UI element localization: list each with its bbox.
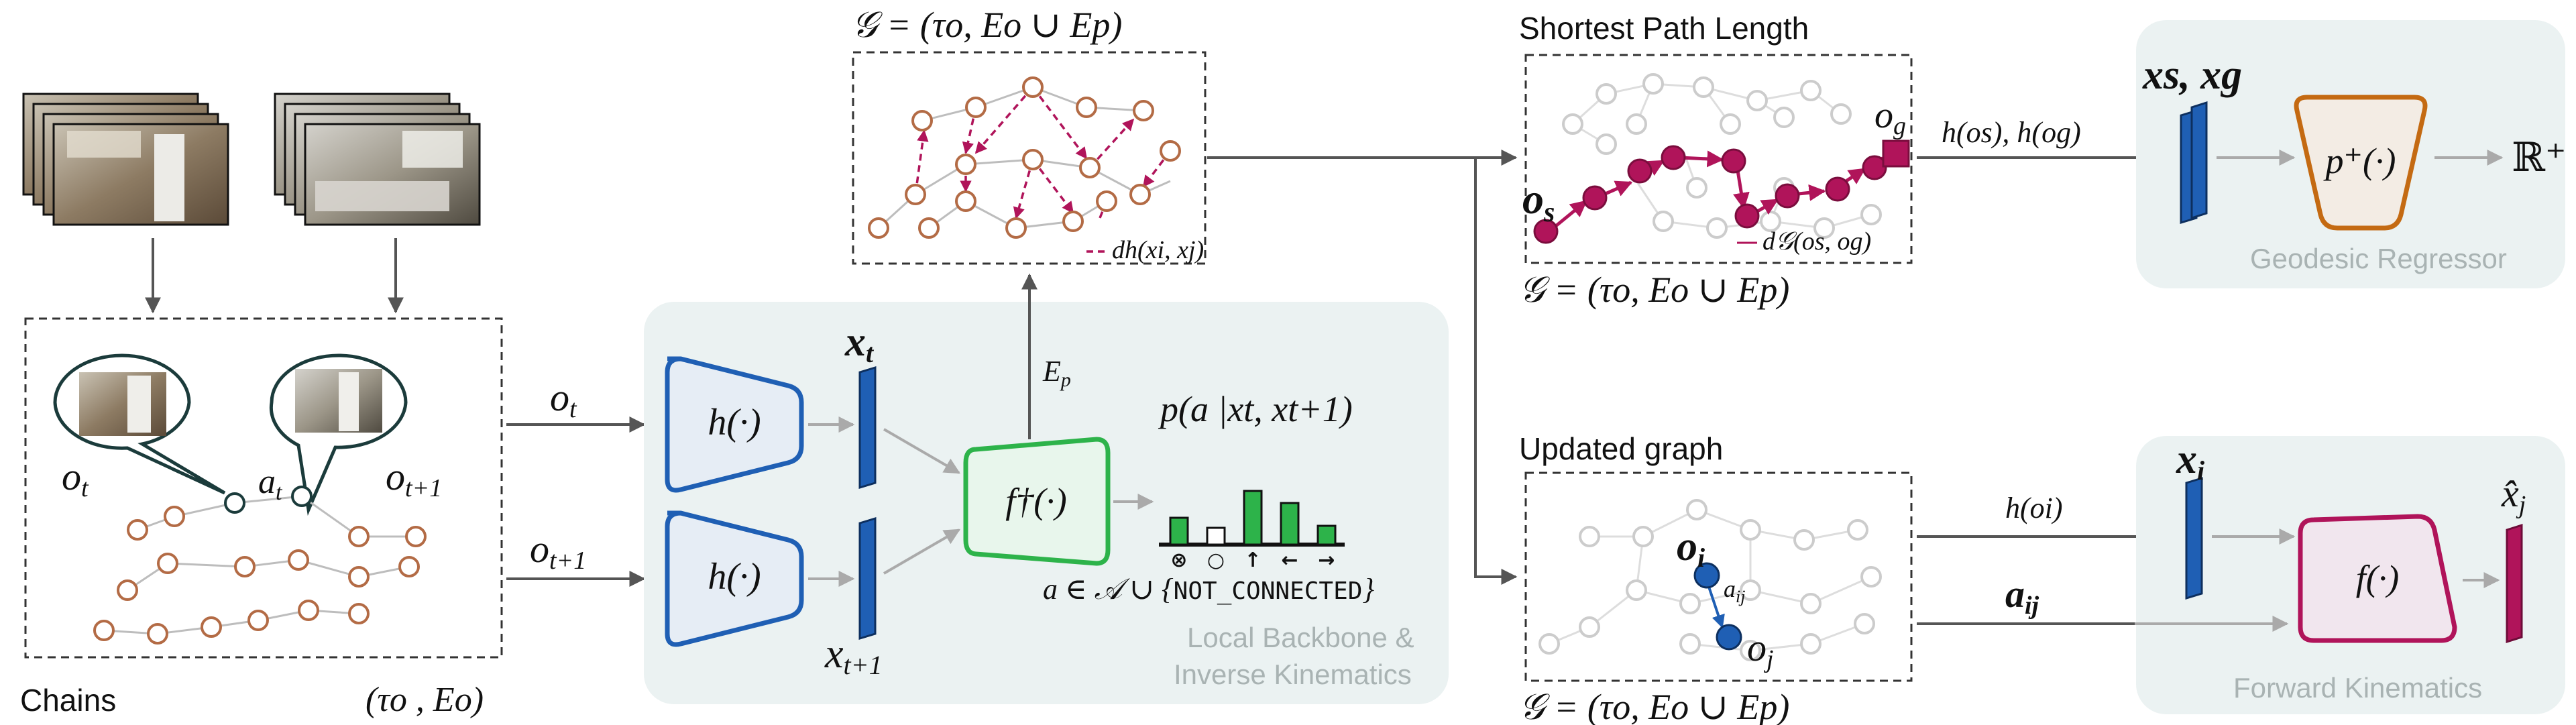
frame-stack-left bbox=[22, 93, 229, 226]
backbone-caption-1: Local Backbone & bbox=[1187, 622, 1414, 653]
xt-label: xt bbox=[844, 319, 875, 368]
regressor-panel: xs, xg p⁺(·) ℝ⁺ Geodesic Regressor bbox=[2136, 20, 2567, 288]
forward-module-label: f(·) bbox=[2356, 558, 2399, 598]
encoder-bottom-label: h(·) bbox=[708, 556, 761, 598]
chains-title: Chains bbox=[20, 683, 116, 718]
inverse-module bbox=[963, 437, 1111, 566]
prob-label: p(a |xt, xt+1) bbox=[1158, 389, 1353, 429]
chain-nodes bbox=[93, 486, 427, 645]
arrow-ot-label: ot bbox=[550, 376, 577, 423]
xt-bar bbox=[858, 366, 877, 490]
shortest-edge-label: d𝒢(os, og) bbox=[1762, 227, 1871, 256]
updated-aij-label: aij bbox=[1724, 575, 1745, 606]
shortest-og-label: og bbox=[1874, 95, 1906, 140]
action-icon: → bbox=[1318, 549, 1335, 572]
regressor-module bbox=[2294, 95, 2428, 231]
backbone-caption-2: Inverse Kinematics bbox=[1174, 659, 1412, 690]
xj-hat-label: x̂j bbox=[2501, 471, 2526, 519]
chains-panel: ot ot+1 at Chains (τo , Eo) bbox=[20, 317, 503, 719]
forward-caption: Forward Kinematics bbox=[2233, 672, 2482, 704]
action-histogram: ⊗ ○ ↑ ← → bbox=[1159, 490, 1345, 572]
arrow-otp1-label: ot+1 bbox=[530, 527, 586, 575]
regressor-module-label: p⁺(·) bbox=[2323, 141, 2396, 181]
encoder-top bbox=[665, 356, 804, 493]
graph-top-panel: 𝒢 = (τo, Eo ∪ Ep) bbox=[852, 5, 1207, 265]
forward-module bbox=[2298, 514, 2457, 643]
graph-top-edge-label: dh(xi, xj) bbox=[1112, 236, 1204, 264]
forward-panel: xi f(·) x̂j Forward Kinematics bbox=[2135, 436, 2565, 714]
shortest-path-title: Shortest Path Length bbox=[1519, 11, 1809, 46]
regressor-inputs: xs, xg bbox=[2142, 52, 2242, 98]
action-bar bbox=[1206, 526, 1226, 546]
xtp1-label: xt+1 bbox=[824, 631, 883, 680]
arrow-hoi-label: h(oi) bbox=[2005, 492, 2063, 524]
shortest-path-panel: Shortest Path Length bbox=[1519, 11, 1913, 310]
action-icon: ↑ bbox=[1244, 549, 1261, 572]
frame-stack-right bbox=[274, 93, 481, 226]
chains-graph-label: (τo , Eo) bbox=[366, 681, 484, 719]
action-bar bbox=[1280, 502, 1300, 546]
chain-ot-label: ot bbox=[62, 455, 89, 502]
action-icon: ← bbox=[1281, 549, 1298, 572]
arrow-ep-label: Ep bbox=[1042, 355, 1071, 391]
node-oi bbox=[1693, 562, 1720, 589]
encoder-bottom bbox=[665, 510, 804, 647]
action-bar bbox=[1243, 490, 1263, 546]
xtp1-bar bbox=[858, 516, 877, 640]
graph-top-title: 𝒢 = (τo, Eo ∪ Ep) bbox=[852, 5, 1122, 45]
shortest-os-label: os bbox=[1522, 175, 1555, 228]
node-oj bbox=[1716, 624, 1742, 651]
updated-graph-panel: Updated graph bbox=[1519, 431, 1913, 725]
chain-otp1-label: ot+1 bbox=[386, 455, 442, 502]
action-icon: ○ bbox=[1207, 549, 1225, 572]
regressor-caption: Geodesic Regressor bbox=[2250, 243, 2507, 274]
xj-hat-bar bbox=[2506, 523, 2523, 644]
chain-at-label: at bbox=[258, 463, 283, 505]
updated-graph-caption: 𝒢 = (τo, Eo ∪ Ep) bbox=[1519, 687, 1789, 725]
updated-graph-title: Updated graph bbox=[1519, 431, 1723, 466]
encoder-top-label: h(·) bbox=[708, 402, 761, 443]
xi-label: xi bbox=[2176, 437, 2204, 486]
xi-bar bbox=[2185, 476, 2203, 600]
regressor-output: ℝ⁺ bbox=[2512, 135, 2567, 180]
shortest-graph-caption: 𝒢 = (τo, Eo ∪ Ep) bbox=[1519, 270, 1789, 310]
action-icon: ⊗ bbox=[1170, 549, 1187, 572]
updated-oj-label: oj bbox=[1747, 626, 1774, 673]
action-bar bbox=[1169, 516, 1189, 546]
arrow-aij-label: aij bbox=[2005, 572, 2039, 620]
updated-oi-label: oi bbox=[1677, 524, 1705, 573]
arrow-hos-hog-label: h(os), h(og) bbox=[1942, 116, 2081, 149]
backbone-panel: h(·) h(·) xt xt+1 f†(·) p(a |xt, xt+1) ⊗… bbox=[644, 302, 1449, 704]
inverse-module-label: f†(·) bbox=[1005, 481, 1066, 521]
action-bar bbox=[1317, 524, 1337, 546]
arrow-to-updated bbox=[1474, 158, 1518, 585]
action-space-label: a ∈ 𝒜 ∪ {NOT_CONNECTED} bbox=[1043, 573, 1374, 606]
